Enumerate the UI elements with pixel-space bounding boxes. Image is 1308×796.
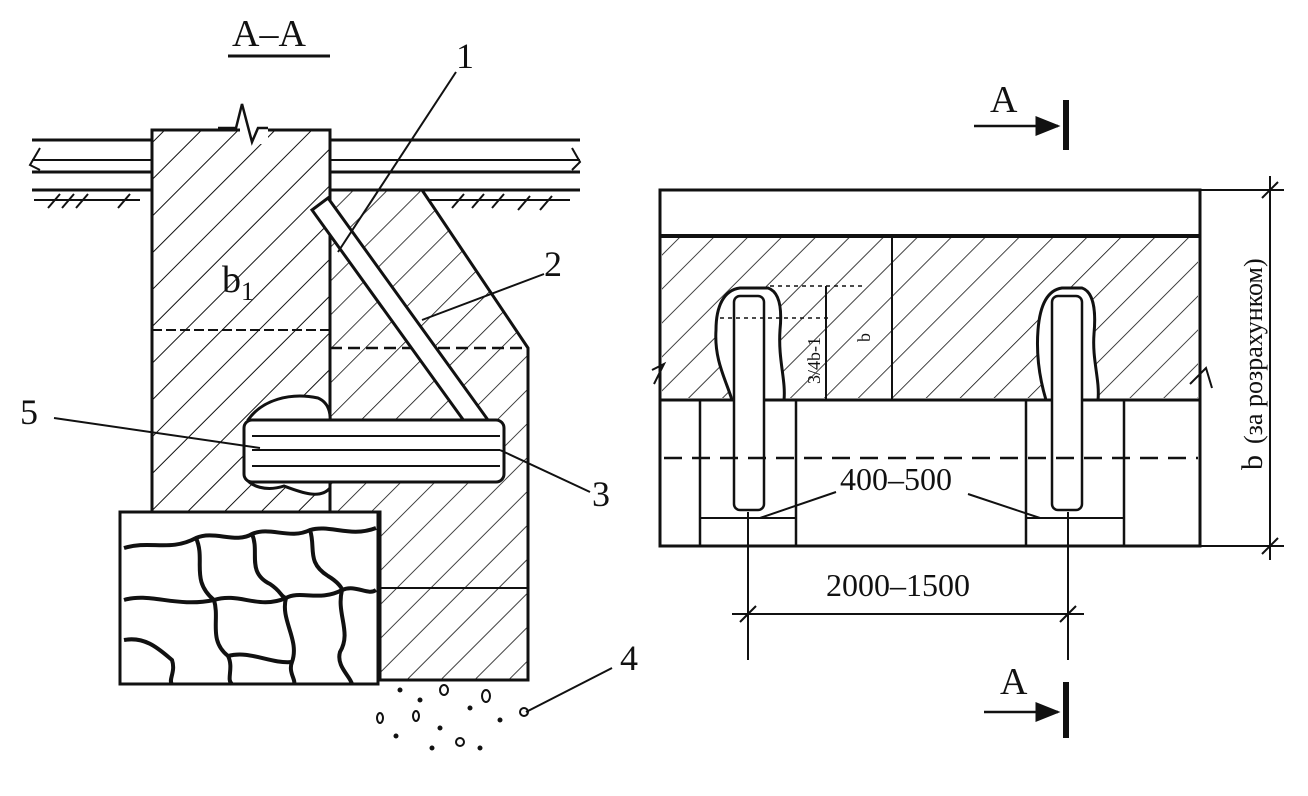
dim-width-label: 400–500 bbox=[840, 461, 952, 497]
callouts: 1 2 3 4 5 bbox=[20, 36, 638, 713]
callout-3: 3 bbox=[592, 474, 610, 514]
dim-b-label: b bbox=[1236, 455, 1269, 470]
break-mark bbox=[218, 103, 268, 146]
callout-1: 1 bbox=[456, 36, 474, 76]
pit-walls bbox=[698, 400, 1126, 546]
notch-dim: 3/4b-1 b bbox=[720, 236, 893, 400]
dim-spacing-label: 2000–1500 bbox=[826, 567, 970, 603]
beam-plan-right bbox=[1050, 294, 1084, 512]
plan-outline bbox=[658, 188, 1202, 548]
floor-slab bbox=[28, 138, 582, 192]
plan-view: А 400–500 bbox=[651, 79, 1284, 738]
section-view: А–А bbox=[20, 13, 638, 751]
dim-b-note: (за розрахунком) bbox=[1239, 258, 1268, 444]
cut-mark-bottom-label: А bbox=[1000, 661, 1028, 703]
dim-b: b (за розрахунком) bbox=[1200, 176, 1284, 560]
callout-4: 4 bbox=[620, 638, 638, 678]
dim-spacing: 2000–1500 bbox=[732, 512, 1084, 660]
callout-2: 2 bbox=[544, 244, 562, 284]
b1-label: b1 bbox=[222, 259, 254, 306]
cut-mark-top-label: А bbox=[990, 79, 1018, 121]
notch-dim-b: b bbox=[854, 333, 874, 342]
section-title: А–А bbox=[232, 13, 306, 55]
beam-plan-left bbox=[732, 294, 766, 512]
notch-dim-label: 3/4b-1 bbox=[804, 337, 824, 384]
soil-particles bbox=[376, 684, 529, 751]
dim-width: 400–500 bbox=[700, 461, 1124, 519]
ground-marks bbox=[34, 193, 570, 211]
callout-5: 5 bbox=[20, 392, 38, 432]
rubble-stones bbox=[123, 526, 378, 686]
